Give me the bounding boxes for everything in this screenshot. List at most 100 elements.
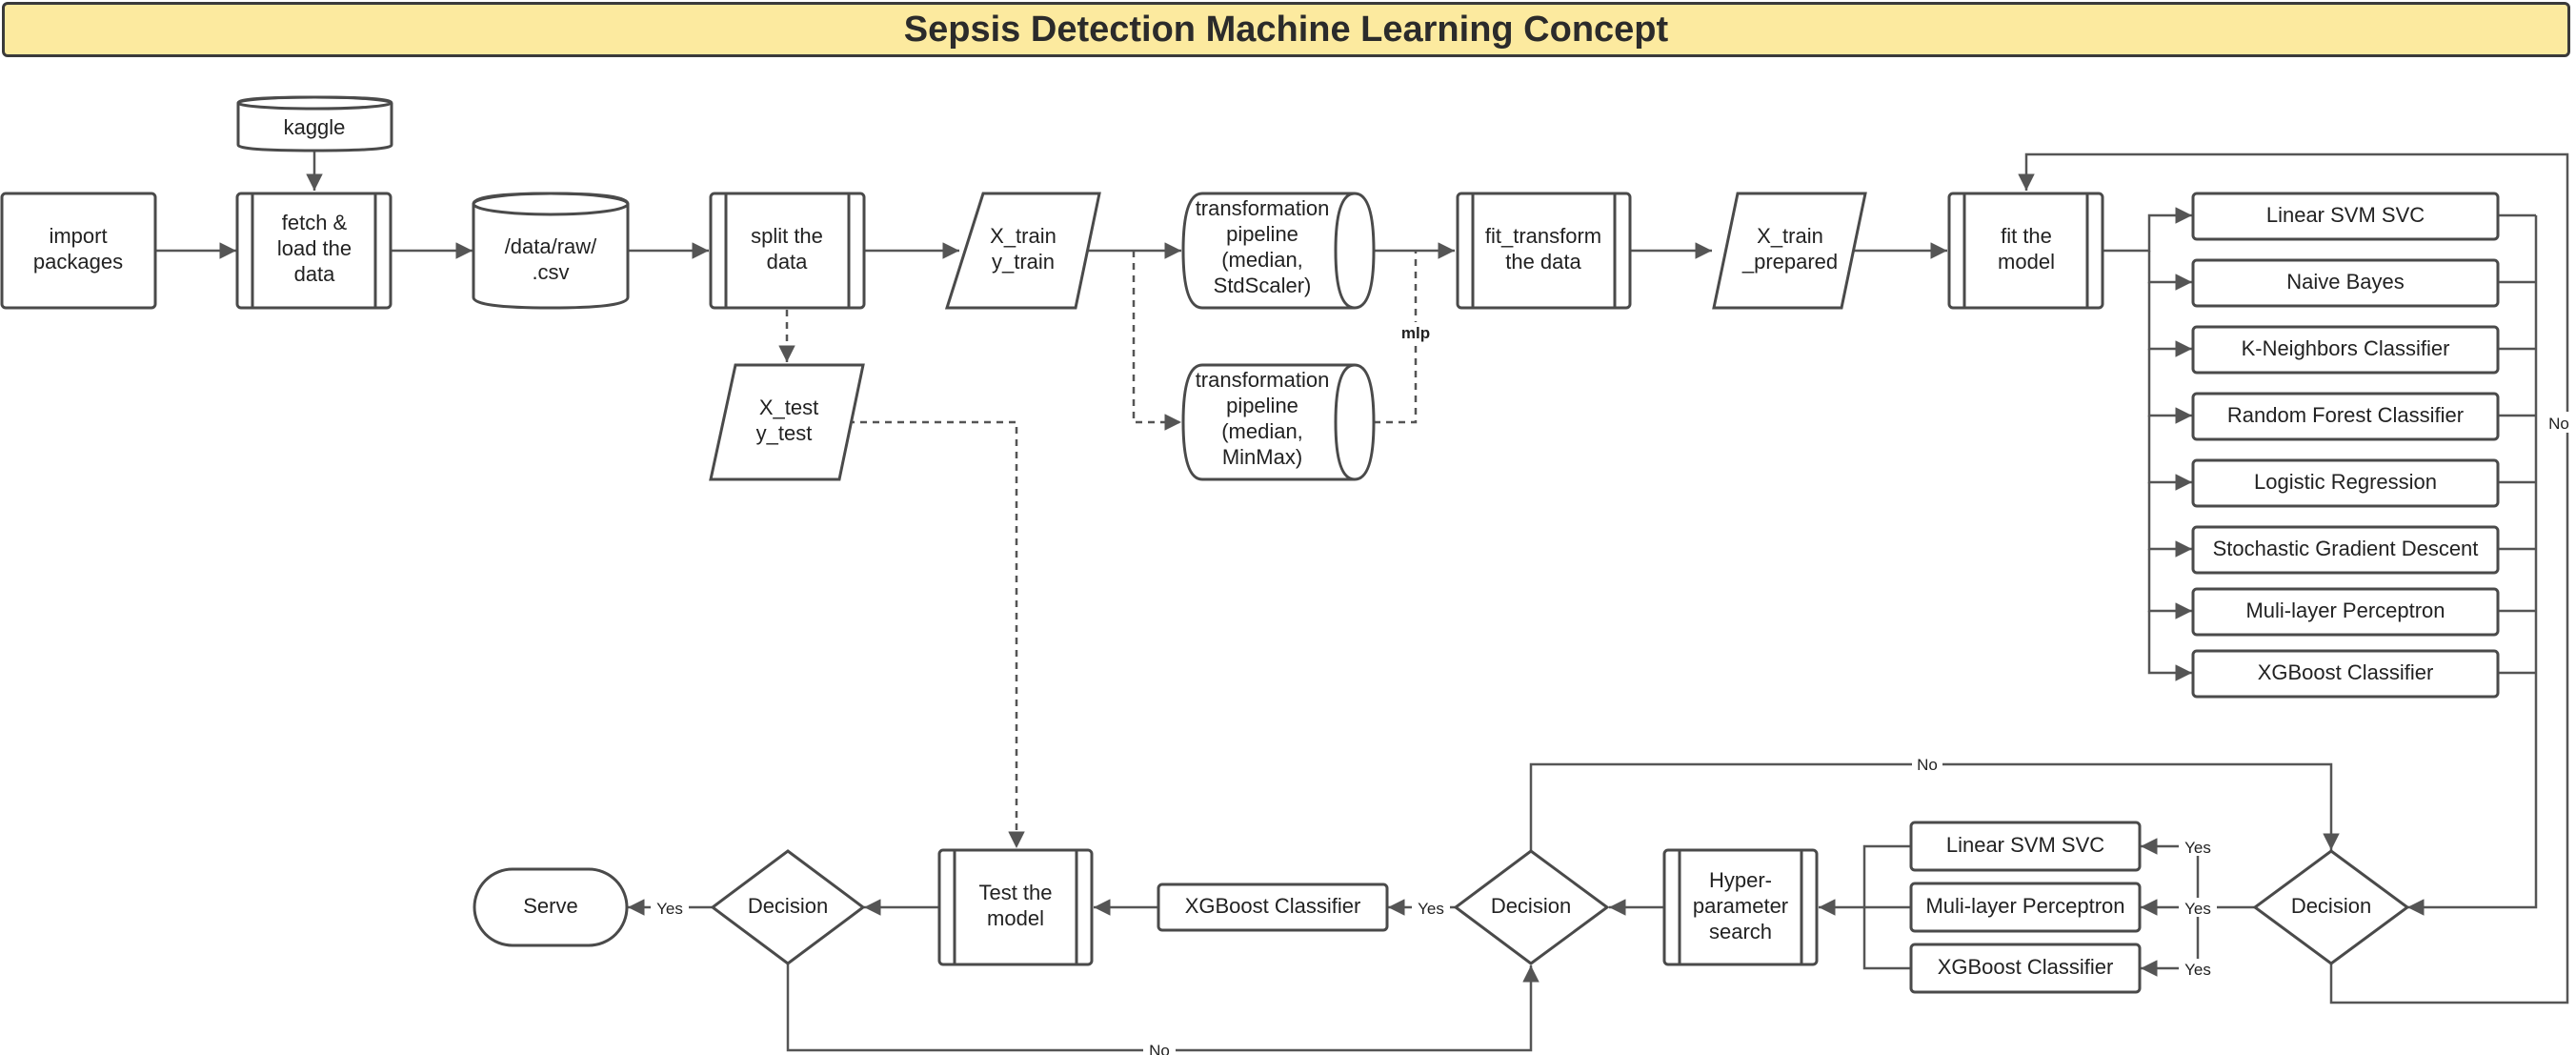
node-fit-transform: fit_transform the data — [1456, 192, 1632, 310]
yes-bg-2 — [2179, 898, 2217, 917]
edge-decision-no-loop — [2018, 152, 2569, 1004]
model-label-1: Linear SVM SVC — [2266, 203, 2425, 227]
edge-fit-model-7 — [2147, 549, 2192, 619]
model-label-3: K-Neighbors Classifier — [2242, 336, 2450, 360]
model-box-8 — [2191, 649, 2500, 699]
selected-label-2: Muli-layer Perceptron — [1925, 894, 2124, 918]
node-decision-1: Decision — [2252, 849, 2410, 965]
model-list: Linear SVM SVC Naive Bayes K-Neighbors C… — [2191, 192, 2500, 699]
selected-box-3 — [1909, 943, 2142, 994]
pipe-mm-line-4: MinMax) — [1222, 445, 1302, 469]
selected-models: Linear SVM SVC Muli-layer Perceptron XGB… — [1909, 821, 2142, 994]
yes-bg-5 — [651, 898, 689, 917]
model-box-3 — [2191, 325, 2500, 375]
node-split-data: split the data — [709, 192, 866, 310]
pipe-std-line-3: (median, — [1221, 248, 1303, 272]
model-box-7 — [2191, 587, 2500, 637]
node-decision-2: Decision — [1453, 849, 1610, 965]
edge-label-mlp: mlp — [1401, 324, 1430, 342]
node-decision-3: Decision — [710, 849, 866, 965]
selected-label-1: Linear SVM SVC — [1946, 833, 2104, 857]
node-kaggle: kaggle — [236, 95, 393, 152]
yes-bg-4 — [1412, 898, 1450, 917]
decision-1-label: Decision — [2291, 894, 2371, 918]
import-line-2: packages — [33, 250, 123, 274]
xtest-line-1: X_test — [759, 396, 818, 419]
edge-fit-model-6 — [2147, 482, 2192, 558]
edge-label-yes-1: Yes — [2184, 839, 2211, 857]
edge-label-yes-2: Yes — [2184, 900, 2211, 918]
edge-xtest-test — [848, 420, 1025, 848]
model-box-1 — [2191, 192, 2500, 241]
edge-label-no-right: No — [2548, 415, 2569, 433]
pipe-std-line-4: StdScaler) — [1214, 274, 1312, 297]
node-x-train-prepared: X_train _prepared — [1712, 192, 1867, 310]
model-label-7: Muli-layer Perceptron — [2245, 599, 2445, 622]
node-fit-model: fit the model — [1947, 192, 2104, 310]
pipe-mm-line-2: pipeline — [1226, 394, 1298, 417]
xprep-line-2: _prepared — [1741, 250, 1838, 274]
selected-box-2 — [1909, 882, 2142, 933]
model-box-6 — [2191, 525, 2500, 575]
xtrain-line-1: X_train — [990, 224, 1057, 248]
edge-fit-model-8 — [2147, 611, 2192, 681]
diagram-title-bar: Sepsis Detection Machine Learning Concep… — [2, 2, 2570, 57]
fit-model-line-2: model — [1998, 250, 2055, 274]
csv-line-1: /data/raw/ — [505, 234, 597, 258]
mlp-bg — [1399, 322, 1433, 343]
xtrain-line-2: y_train — [992, 250, 1055, 274]
xtest-line-2: y_test — [756, 421, 813, 445]
pipe-mm-line-3: (median, — [1221, 419, 1303, 443]
hyper-line-3: search — [1709, 920, 1772, 943]
edge-label-yes-3: Yes — [2184, 961, 2211, 979]
split-line-1: split the — [751, 224, 823, 248]
hyper-line-2: parameter — [1693, 894, 1788, 918]
pipe-std-line-2: pipeline — [1226, 222, 1298, 246]
no-bg-3 — [1143, 1040, 1176, 1055]
no-label-bg — [2545, 412, 2573, 433]
model-label-2: Naive Bayes — [2286, 270, 2405, 294]
node-pipeline-minmax: transformation pipeline (median, MinMax) — [1181, 363, 1376, 481]
node-raw-csv: /data/raw/ .csv — [472, 192, 630, 310]
fetch-line-2: load the — [277, 236, 352, 260]
node-serve: Serve — [473, 867, 629, 947]
edges: No Yes Yes Yes No Yes Yes — [155, 103, 2573, 1055]
node-fetch-load: fetch & load the data — [235, 192, 392, 310]
test-line-1: Test the — [978, 881, 1052, 904]
model-label-8: XGBoost Classifier — [2258, 660, 2434, 684]
node-hyperparameter-search: Hyper- parameter search — [1662, 848, 1819, 966]
serve-label: Serve — [523, 894, 577, 918]
edge-fit-model-1 — [2103, 207, 2192, 253]
edge-label-yes-5: Yes — [656, 900, 683, 918]
selected-box-1 — [1909, 821, 2142, 872]
node-test-model: Test the model — [937, 848, 1094, 966]
fit-transform-line-1: fit_transform — [1485, 224, 1601, 248]
test-line-2: model — [987, 906, 1044, 930]
fetch-line-1: fetch & — [282, 211, 348, 234]
edge-xtrain-pipe-minmax — [1132, 251, 1181, 431]
import-line-1: import — [49, 224, 107, 248]
edge-fit-model-3 — [2147, 282, 2192, 357]
model-label-6: Stochastic Gradient Descent — [2213, 537, 2479, 560]
pipe-std-line-1: transformation — [1196, 196, 1330, 220]
selected-label-3: XGBoost Classifier — [1938, 955, 2114, 979]
yes-bg-1 — [2179, 837, 2217, 856]
node-import-packages: import packages — [0, 192, 157, 310]
node-pipeline-stdscaler: transformation pipeline (median, StdScal… — [1181, 192, 1376, 310]
edge-pipe-minmax-fittransform — [1374, 251, 1418, 424]
model-label-4: Random Forest Classifier — [2227, 403, 2464, 427]
node-x-train: X_train y_train — [944, 192, 1101, 310]
nodes: kaggle import packages fetch & load the … — [0, 95, 2500, 994]
kaggle-label: kaggle — [284, 115, 346, 139]
csv-line-2: .csv — [532, 260, 569, 284]
hyper-line-1: Hyper- — [1709, 868, 1772, 892]
no-bg-2 — [1912, 754, 1942, 775]
decision-3-label: Decision — [748, 894, 828, 918]
final-model-label: XGBoost Classifier — [1185, 894, 1361, 918]
edge-bus-decision — [2407, 215, 2538, 916]
model-box-4 — [2191, 392, 2500, 441]
pipe-mm-line-1: transformation — [1196, 368, 1330, 392]
split-line-2: data — [767, 250, 809, 274]
model-box-5 — [2191, 458, 2500, 508]
